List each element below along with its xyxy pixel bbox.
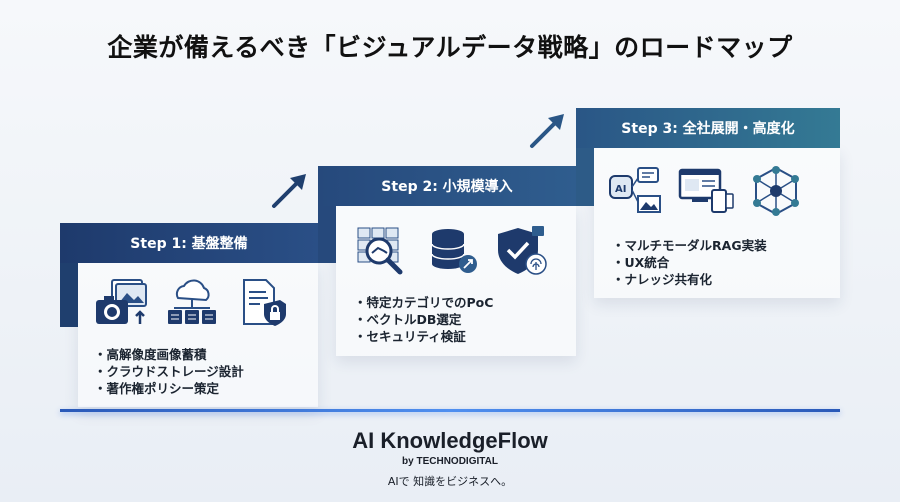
step3-icons: AI bbox=[608, 166, 804, 216]
step2-icons bbox=[354, 226, 550, 276]
list-item: セキュリティ検証 bbox=[354, 328, 493, 345]
glowing-baseline bbox=[60, 409, 840, 412]
brand-byline: by TECHNODIGITAL bbox=[402, 456, 498, 467]
brand-tagline: AIで 知識をビジネスへ。 bbox=[387, 475, 513, 488]
list-item: UX統合 bbox=[612, 254, 767, 271]
camera-photos-icon bbox=[96, 279, 147, 324]
step2-label-bar: Step 2: 小規模導入 bbox=[318, 166, 576, 206]
database-icon bbox=[431, 229, 477, 273]
step1-label-bar: Step 1: 基盤整備 bbox=[60, 223, 318, 263]
step1-icons bbox=[94, 278, 290, 328]
step3-bullets: マルチモーダルRAG実装 UX統合 ナレッジ共有化 bbox=[612, 237, 767, 288]
list-item: マルチモーダルRAG実装 bbox=[612, 237, 767, 254]
roadmap-staircase: Step 1: 基盤整備 Step 2: 小規模導入 Step 3: 全社展開・… bbox=[0, 0, 900, 420]
ai-multimodal-icon: AI bbox=[609, 167, 661, 213]
cloud-server-icon bbox=[168, 279, 216, 324]
step1-label: Step 1: 基盤整備 bbox=[130, 236, 248, 252]
list-item: 著作権ポリシー策定 bbox=[94, 380, 244, 397]
up-right-arrow-icon bbox=[272, 174, 306, 208]
step1-bullets: 高解像度画像蓄積 クラウドストレージ設計 著作権ポリシー策定 bbox=[94, 346, 244, 397]
brand-logo-text: AI KnowledgeFlow bbox=[352, 428, 548, 453]
page-title: 企業が備えるべき「ビジュアルデータ戦略」のロードマップ bbox=[107, 33, 793, 62]
step3-label: Step 3: 全社展開・高度化 bbox=[621, 121, 795, 137]
step2-label: Step 2: 小規模導入 bbox=[381, 179, 513, 195]
list-item: ベクトルDB選定 bbox=[354, 311, 493, 328]
document-lock-icon bbox=[243, 279, 286, 326]
devices-icon bbox=[678, 168, 734, 213]
step2-bullets: 特定カテゴリでのPoC ベクトルDB選定 セキュリティ検証 bbox=[354, 294, 494, 345]
up-right-arrow-icon bbox=[530, 114, 564, 148]
image-search-icon bbox=[357, 227, 403, 275]
list-item: 特定カテゴリでのPoC bbox=[354, 294, 494, 311]
list-item: 高解像度画像蓄積 bbox=[94, 346, 244, 363]
list-item: ナレッジ共有化 bbox=[612, 271, 767, 288]
svg-text:AI: AI bbox=[615, 184, 626, 195]
list-item: クラウドストレージ設計 bbox=[94, 363, 244, 380]
knowledge-network-icon bbox=[753, 166, 799, 216]
step3-label-bar: Step 3: 全社展開・高度化 bbox=[576, 108, 840, 148]
shield-fingerprint-icon bbox=[498, 226, 547, 275]
